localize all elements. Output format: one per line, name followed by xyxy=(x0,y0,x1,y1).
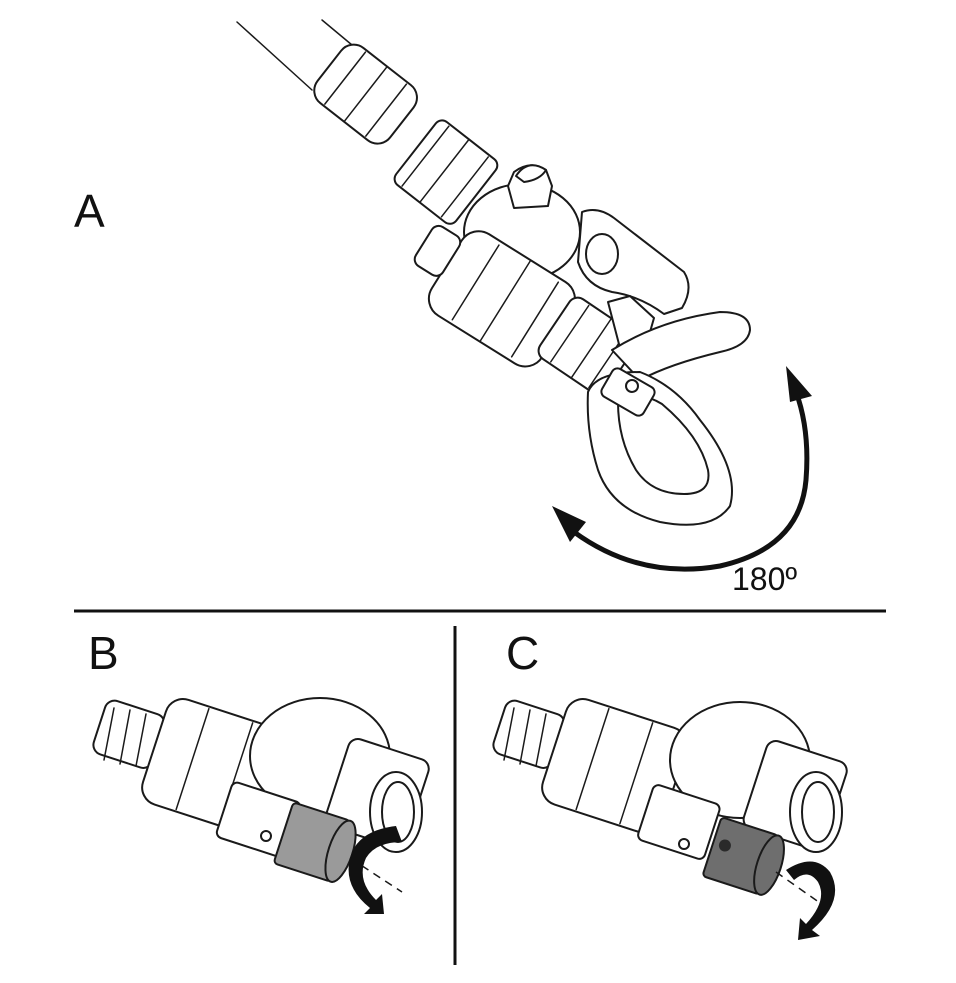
panel-c-illustration xyxy=(492,698,848,940)
rotate-arrow-b xyxy=(348,826,402,914)
cap-dome xyxy=(515,164,547,183)
rotate-arrow-c xyxy=(786,861,836,940)
hose-line-1 xyxy=(236,21,313,91)
tip-guard-wing xyxy=(611,311,751,381)
panel-label-c: C xyxy=(506,627,540,679)
center-axis-c xyxy=(775,871,831,911)
rotation-angle-label: 180º xyxy=(732,561,798,597)
rotation-arrowhead-bottom xyxy=(552,506,586,542)
hose-nut xyxy=(313,43,418,145)
panel-a-illustration xyxy=(236,19,812,572)
tip-set-screw xyxy=(260,830,272,842)
outlet-opening-inner-c xyxy=(801,781,835,843)
tip-cylinder-horizontal xyxy=(273,802,357,883)
tip-orifice xyxy=(625,379,639,393)
tip-guard-collar xyxy=(600,367,656,417)
tip-cylinder-vertical xyxy=(702,817,785,896)
panel-b-illustration xyxy=(92,697,430,914)
tip-set-screw-c xyxy=(678,838,690,850)
panel-label-b: B xyxy=(88,627,119,679)
rotation-arrow-arc xyxy=(571,389,810,572)
side-fitting xyxy=(413,224,462,277)
swivel-body xyxy=(393,119,499,225)
tip-guard-inner xyxy=(617,395,710,495)
rotation-arrowhead-top xyxy=(786,366,812,402)
center-axis-b xyxy=(349,857,403,893)
hose-line-2 xyxy=(321,19,353,46)
guard-hole xyxy=(585,233,619,275)
tip-stem-c xyxy=(637,784,721,860)
panel-label-a: A xyxy=(74,185,105,237)
